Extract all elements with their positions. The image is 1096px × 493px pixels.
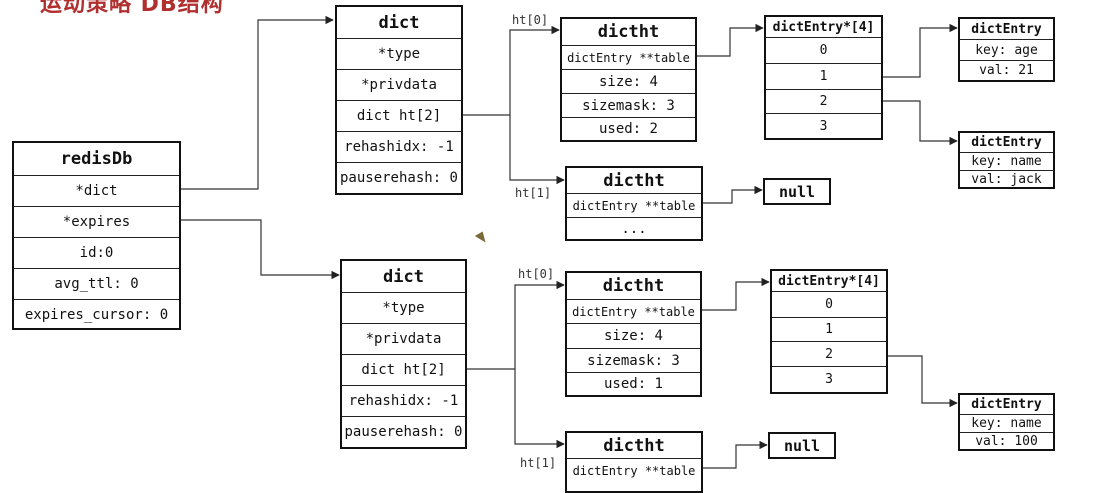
field-sizemask: sizemask: 3	[562, 93, 695, 117]
dictentry-struct: dictEntry key: name val: jack	[958, 131, 1055, 189]
field-rehashidx: rehashidx: -1	[337, 131, 461, 162]
wire-table-b	[701, 277, 770, 311]
field-key: key: age	[960, 39, 1053, 60]
field-avg-ttl: avg_ttl: 0	[14, 268, 179, 299]
field-key: key: name	[960, 152, 1053, 170]
array-slot: 1	[766, 63, 881, 89]
field-expires-cursor: expires_cursor: 0	[14, 299, 179, 330]
wire-null-b	[702, 440, 768, 469]
struct-title: dictht	[603, 435, 665, 456]
dictht-struct: dictht dictEntry **table size: 4 sizemas…	[560, 17, 697, 142]
wire-dict	[180, 15, 334, 190]
ht0-label: ht[0]	[512, 13, 549, 27]
struct-title: dictEntry	[971, 397, 1042, 412]
field-val: val: 21	[960, 60, 1053, 80]
wire-entry-name2	[887, 355, 958, 408]
field-privdata: *privdata	[342, 323, 465, 354]
struct-title: dictht	[597, 22, 660, 42]
struct-title: dictht	[602, 276, 665, 296]
wire-ht1-a	[509, 115, 565, 185]
dict-struct: dict *type *privdata dict ht[2] rehashid…	[340, 259, 467, 449]
array-slot: 3	[766, 113, 881, 138]
field-pauserehash: pauserehash: 0	[337, 162, 461, 193]
dictht-struct: dictht dictEntry **table	[565, 431, 703, 493]
wire-ht0-a	[462, 25, 560, 116]
dictentry-struct: dictEntry key: name val: 100	[958, 393, 1055, 451]
null-pointer: null	[768, 432, 836, 459]
field-size: size: 4	[567, 323, 700, 348]
field-table: dictEntry **table	[567, 458, 701, 482]
field-used: used: 1	[567, 372, 700, 395]
array-title: dictEntry*[4]	[778, 273, 880, 289]
field-ellipsis: ...	[567, 217, 701, 239]
array-slot: 2	[766, 89, 881, 113]
field-dict: *dict	[14, 175, 179, 206]
array-slot: 0	[772, 291, 886, 317]
wire-entry-age	[882, 23, 958, 78]
dictht-struct: dictht dictEntry **table ...	[565, 166, 703, 241]
ht1-label: ht[1]	[520, 456, 557, 470]
field-pauserehash: pauserehash: 0	[342, 416, 465, 447]
field-ht: dict ht[2]	[342, 354, 465, 385]
struct-title: dict	[378, 12, 420, 33]
field-sizemask: sizemask: 3	[567, 348, 700, 372]
field-privdata: *privdata	[337, 69, 461, 100]
struct-title: dictEntry	[971, 21, 1042, 37]
field-val: val: jack	[960, 170, 1053, 187]
field-key: key: name	[960, 414, 1053, 432]
wire-ht0-b	[466, 280, 565, 370]
dictht-struct: dictht dictEntry **table size: 4 sizemas…	[565, 271, 702, 397]
page-title: 运动策略 DB结构	[40, 0, 224, 17]
ht0-label: ht[0]	[518, 267, 555, 281]
dictentry-array: dictEntry*[4] 0 1 2 3	[764, 15, 883, 140]
ht1-label: ht[1]	[515, 186, 552, 200]
field-type: *type	[342, 292, 465, 323]
field-table: dictEntry **table	[567, 193, 701, 217]
struct-title: dictEntry	[971, 135, 1042, 150]
field-id: id:0	[14, 237, 179, 268]
wire-ht1-b	[514, 369, 565, 449]
wire-expires	[180, 219, 340, 280]
array-title: dictEntry*[4]	[772, 19, 875, 35]
wire-table-a	[696, 23, 764, 57]
struct-title: dict	[383, 266, 424, 287]
field-rehashidx: rehashidx: -1	[342, 385, 465, 416]
field-val: val: 100	[960, 432, 1053, 449]
array-slot: 2	[772, 341, 886, 366]
array-slot: 0	[766, 37, 881, 63]
field-expires: *expires	[14, 206, 179, 237]
dict-struct: dict *type *privdata dict ht[2] rehashid…	[335, 5, 463, 195]
field-ht: dict ht[2]	[337, 100, 461, 131]
field-type: *type	[337, 38, 461, 69]
struct-title: redisDb	[60, 149, 133, 169]
field-table: dictEntry **table	[562, 45, 695, 69]
array-slot: 1	[772, 317, 886, 341]
wire-null-a	[702, 185, 763, 204]
wire-entry-name1	[882, 100, 958, 146]
dictentry-array: dictEntry*[4] 0 1 2 3	[770, 269, 888, 394]
dictentry-struct: dictEntry key: age val: 21	[958, 17, 1055, 82]
redisdb-struct: redisDb *dict *expires id:0 avg_ttl: 0 e…	[12, 141, 181, 330]
field-size: size: 4	[562, 69, 695, 93]
field-used: used: 2	[562, 117, 695, 140]
struct-title: dictht	[603, 170, 665, 191]
array-slot: 3	[772, 366, 886, 391]
null-pointer: null	[763, 178, 831, 205]
field-table: dictEntry **table	[567, 299, 700, 323]
